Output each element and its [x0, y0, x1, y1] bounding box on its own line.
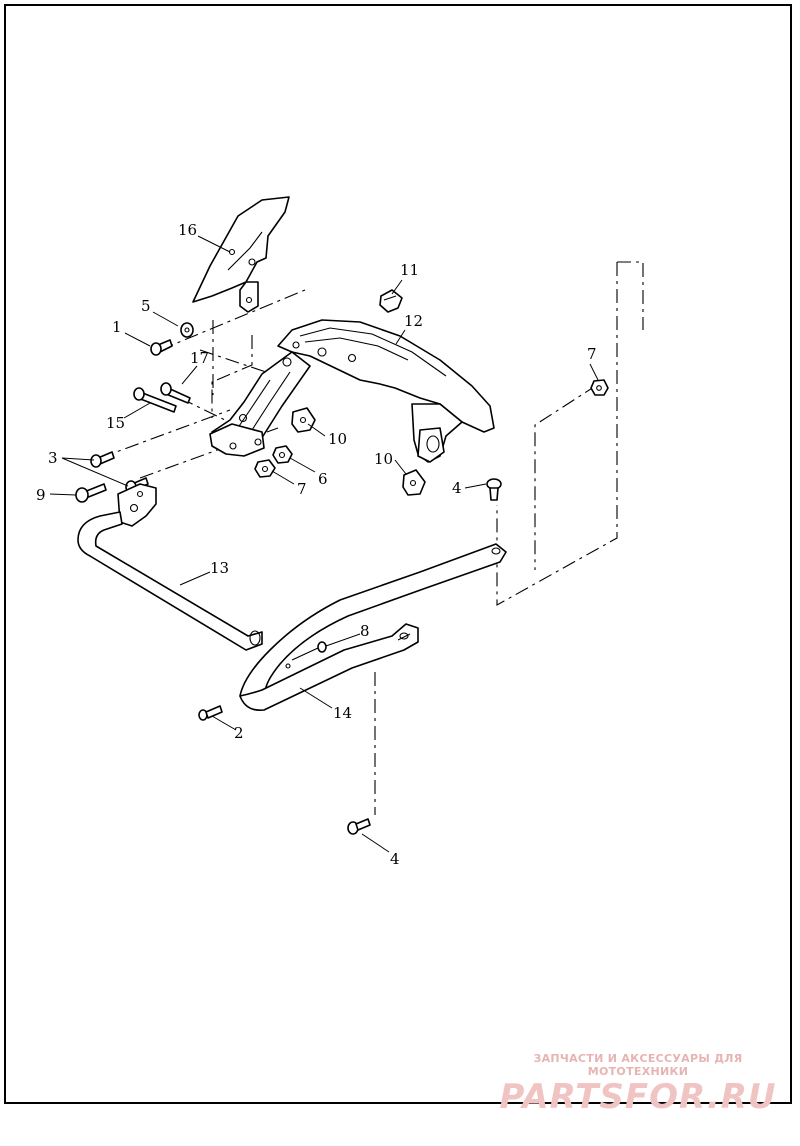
callout-7-right: 7 — [587, 345, 597, 363]
part-15-long-bolt — [133, 387, 177, 413]
callout-13: 13 — [210, 559, 229, 577]
callout-2: 2 — [234, 724, 244, 742]
part-7-nut-left — [254, 459, 276, 478]
watermark-logo: PARTSFOR.RU — [499, 1077, 777, 1117]
part-17-bolt — [160, 382, 191, 404]
callout-8: 8 — [360, 622, 370, 640]
callout-17: 17 — [190, 349, 209, 367]
part-4-screw-lower — [347, 818, 371, 835]
part-3-screw-a — [90, 451, 115, 468]
part-10-speed-nut-upper — [291, 407, 316, 433]
part-9-flange-bolt — [75, 483, 107, 503]
part-2-screw — [198, 705, 223, 721]
part-10-speed-nut-lower — [402, 469, 426, 496]
part-7-nut-right — [590, 379, 609, 396]
part-16-upper-bracket — [192, 196, 290, 313]
part-13-cross-bar — [77, 483, 263, 651]
callout-5: 5 — [141, 297, 151, 315]
callout-7-left: 7 — [297, 480, 307, 498]
callout-numbers: 16 11 12 5 1 17 15 10 3 6 7 7 10 9 4 13 … — [36, 221, 597, 868]
part-11-clip-nut — [379, 289, 403, 313]
callout-10-upper: 10 — [328, 430, 347, 448]
part-14-lower-rail — [239, 543, 507, 712]
part-1-screw — [150, 339, 173, 356]
callout-6: 6 — [318, 470, 328, 488]
callout-9: 9 — [36, 486, 46, 504]
callout-4-lower: 4 — [390, 850, 400, 868]
part-6-nut — [272, 445, 293, 464]
callout-15: 15 — [106, 414, 125, 432]
callout-1: 1 — [112, 318, 122, 336]
leader-lines — [49, 235, 599, 853]
drawing-frame — [4, 4, 792, 1104]
callout-16: 16 — [178, 221, 197, 239]
callout-14: 14 — [333, 704, 352, 722]
watermark-tagline: ЗАПЧАСТИ И АКСЕССУАРЫ ДЛЯ МОТОТЕХНИКИ — [533, 1052, 743, 1078]
callout-12: 12 — [404, 312, 423, 330]
callout-10-lower: 10 — [374, 450, 393, 468]
watermark: ЗАПЧАСТИ И АКСЕССУАРЫ ДЛЯ МОТОТЕХНИКИ PA… — [488, 1052, 788, 1116]
callout-4-upper: 4 — [452, 479, 462, 497]
callout-11: 11 — [400, 261, 419, 279]
part-8-screw — [291, 641, 327, 661]
part-4-screw-upper — [486, 478, 502, 501]
part-5-washer — [180, 322, 194, 338]
callout-3: 3 — [48, 449, 58, 467]
part-12-main-rail — [209, 319, 495, 463]
